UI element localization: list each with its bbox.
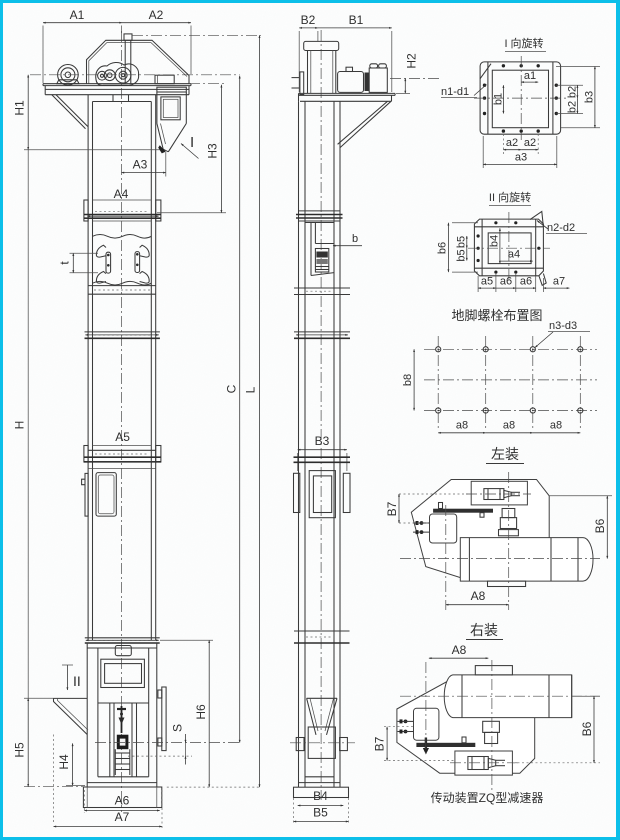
svg-text:b3: b3 <box>584 91 596 103</box>
svg-text:B1: B1 <box>349 13 364 27</box>
svg-text:H: H <box>13 421 27 430</box>
svg-text:L: L <box>244 386 258 393</box>
svg-text:A8: A8 <box>471 589 486 603</box>
svg-text:S: S <box>171 724 185 732</box>
svg-text:C: C <box>225 384 239 393</box>
svg-text:a6: a6 <box>500 276 512 288</box>
svg-text:b2: b2 <box>567 86 579 98</box>
svg-text:左装: 左装 <box>491 446 519 462</box>
svg-text:A5: A5 <box>115 430 130 444</box>
svg-text:B5: B5 <box>313 806 328 820</box>
svg-text:b5: b5 <box>456 236 468 248</box>
svg-text:右装: 右装 <box>470 622 498 638</box>
svg-text:n1-d1: n1-d1 <box>441 86 469 98</box>
svg-text:H3: H3 <box>206 143 220 159</box>
svg-text:a4: a4 <box>508 249 520 261</box>
svg-text:a2: a2 <box>506 137 518 149</box>
svg-text:a8: a8 <box>456 420 468 432</box>
svg-text:A8: A8 <box>452 643 467 657</box>
svg-text:传动装置ZQ型减速器: 传动装置ZQ型减速器 <box>431 790 544 805</box>
svg-text:t: t <box>58 261 72 265</box>
svg-text:b: b <box>352 233 358 245</box>
svg-text:b4: b4 <box>489 235 501 247</box>
svg-text:a5: a5 <box>481 276 493 288</box>
svg-text:n2-d2: n2-d2 <box>547 222 575 234</box>
svg-text:H2: H2 <box>405 53 419 69</box>
svg-text:b8: b8 <box>402 374 414 386</box>
svg-text:B4: B4 <box>313 789 328 803</box>
svg-text:H6: H6 <box>194 704 208 720</box>
svg-text:A2: A2 <box>149 8 164 22</box>
svg-text:a2: a2 <box>524 137 536 149</box>
svg-text:A1: A1 <box>70 8 85 22</box>
svg-text:A3: A3 <box>133 158 148 172</box>
svg-text:a8: a8 <box>550 420 562 432</box>
svg-text:b1: b1 <box>493 93 505 105</box>
svg-text:a1: a1 <box>524 70 536 82</box>
svg-text:B2: B2 <box>301 13 316 27</box>
svg-text:H5: H5 <box>13 742 27 758</box>
svg-text:B3: B3 <box>315 434 330 448</box>
svg-text:地脚螺栓布置图: 地脚螺栓布置图 <box>451 308 542 323</box>
svg-text:II: II <box>73 673 81 689</box>
svg-text:B7: B7 <box>373 736 387 751</box>
svg-text:I: I <box>190 134 194 151</box>
svg-text:a3: a3 <box>515 152 527 164</box>
svg-text:B6: B6 <box>580 721 594 736</box>
svg-text:a6: a6 <box>520 276 532 288</box>
svg-text:a8: a8 <box>503 420 515 432</box>
svg-text:I 向旋转: I 向旋转 <box>504 36 543 50</box>
svg-text:b2: b2 <box>567 101 579 113</box>
svg-text:n3-d3: n3-d3 <box>549 320 577 332</box>
svg-text:B6: B6 <box>593 518 607 533</box>
svg-text:A7: A7 <box>115 810 130 824</box>
svg-text:H1: H1 <box>13 100 27 116</box>
svg-text:A4: A4 <box>114 187 129 201</box>
svg-text:II 向旋转: II 向旋转 <box>489 190 531 204</box>
svg-text:H4: H4 <box>57 754 71 770</box>
svg-text:B7: B7 <box>385 501 399 516</box>
svg-text:A6: A6 <box>115 794 130 808</box>
svg-text:a7: a7 <box>553 276 565 288</box>
svg-text:b5: b5 <box>456 249 468 261</box>
svg-text:b6: b6 <box>437 242 449 254</box>
